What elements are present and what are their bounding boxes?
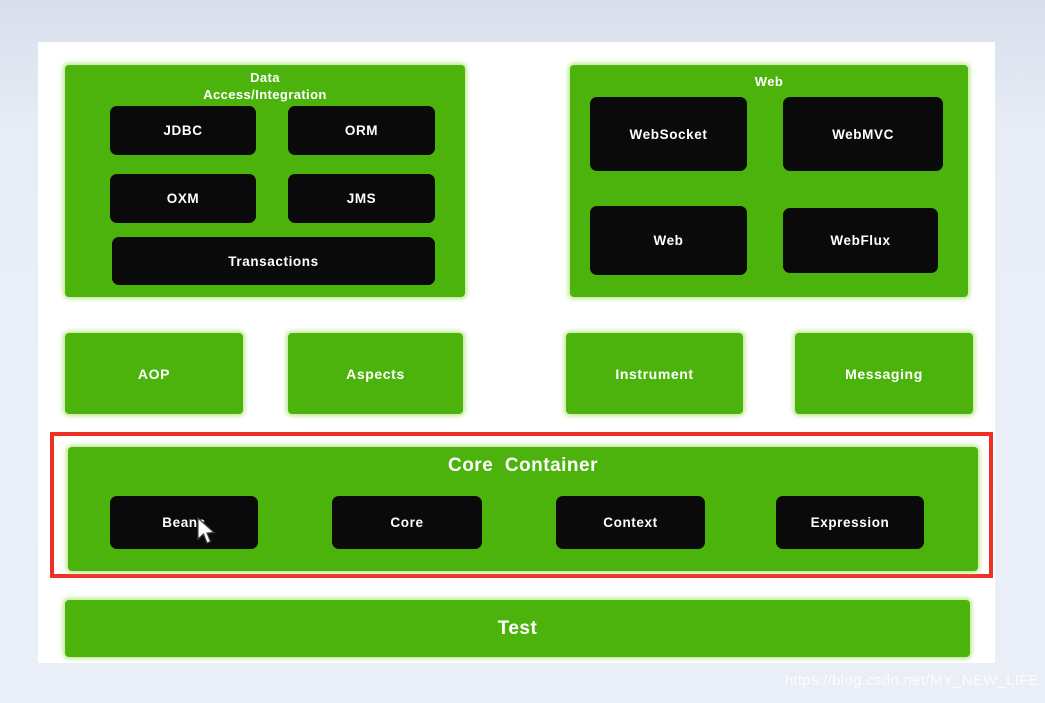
data-access-title-line1: Data — [250, 70, 280, 85]
module-instrument-label: Instrument — [615, 365, 694, 382]
module-box-web: Web — [590, 206, 747, 275]
core-container-title: Core Container — [447, 455, 599, 476]
web-section-title: Web — [754, 74, 784, 89]
spring-architecture-diagram: Data Access/Integration JDBC ORM OXM JMS… — [38, 42, 995, 663]
module-aspects-label: Aspects — [346, 365, 405, 382]
module-box-context: Context — [556, 496, 705, 549]
highlight-rectangle — [50, 432, 993, 578]
module-box-websocket: WebSocket — [590, 97, 747, 171]
data-access-title: Data Access/Integration — [65, 65, 465, 103]
module-box-orm: ORM — [288, 106, 435, 155]
core-container-section: Core Container Beans Core Context Expres… — [68, 447, 978, 571]
data-access-title-line2: Access/Integration — [203, 87, 327, 102]
module-box-oxm: OXM — [110, 174, 256, 223]
module-aop: AOP — [65, 333, 243, 414]
module-box-transactions: Transactions — [112, 237, 435, 285]
module-box-core: Core — [332, 496, 482, 549]
module-aspects: Aspects — [288, 333, 463, 414]
module-messaging-label: Messaging — [845, 365, 923, 382]
module-box-beans: Beans — [110, 496, 258, 549]
web-section: Web WebSocket WebMVC Web WebFlux — [570, 65, 968, 297]
module-box-jdbc: JDBC — [110, 106, 256, 155]
module-instrument: Instrument — [566, 333, 743, 414]
watermark-link: https://blog.csdn.net/MY_NEW_LIFE — [784, 672, 1039, 689]
test-section: Test — [65, 600, 970, 657]
module-box-expression: Expression — [776, 496, 924, 549]
module-box-jms: JMS — [288, 174, 435, 223]
test-section-title: Test — [497, 617, 538, 639]
data-access-integration-section: Data Access/Integration JDBC ORM OXM JMS… — [65, 65, 465, 297]
module-box-webflux: WebFlux — [783, 208, 938, 273]
module-messaging: Messaging — [795, 333, 973, 414]
module-aop-label: AOP — [137, 365, 171, 382]
module-box-webmvc: WebMVC — [783, 97, 943, 171]
